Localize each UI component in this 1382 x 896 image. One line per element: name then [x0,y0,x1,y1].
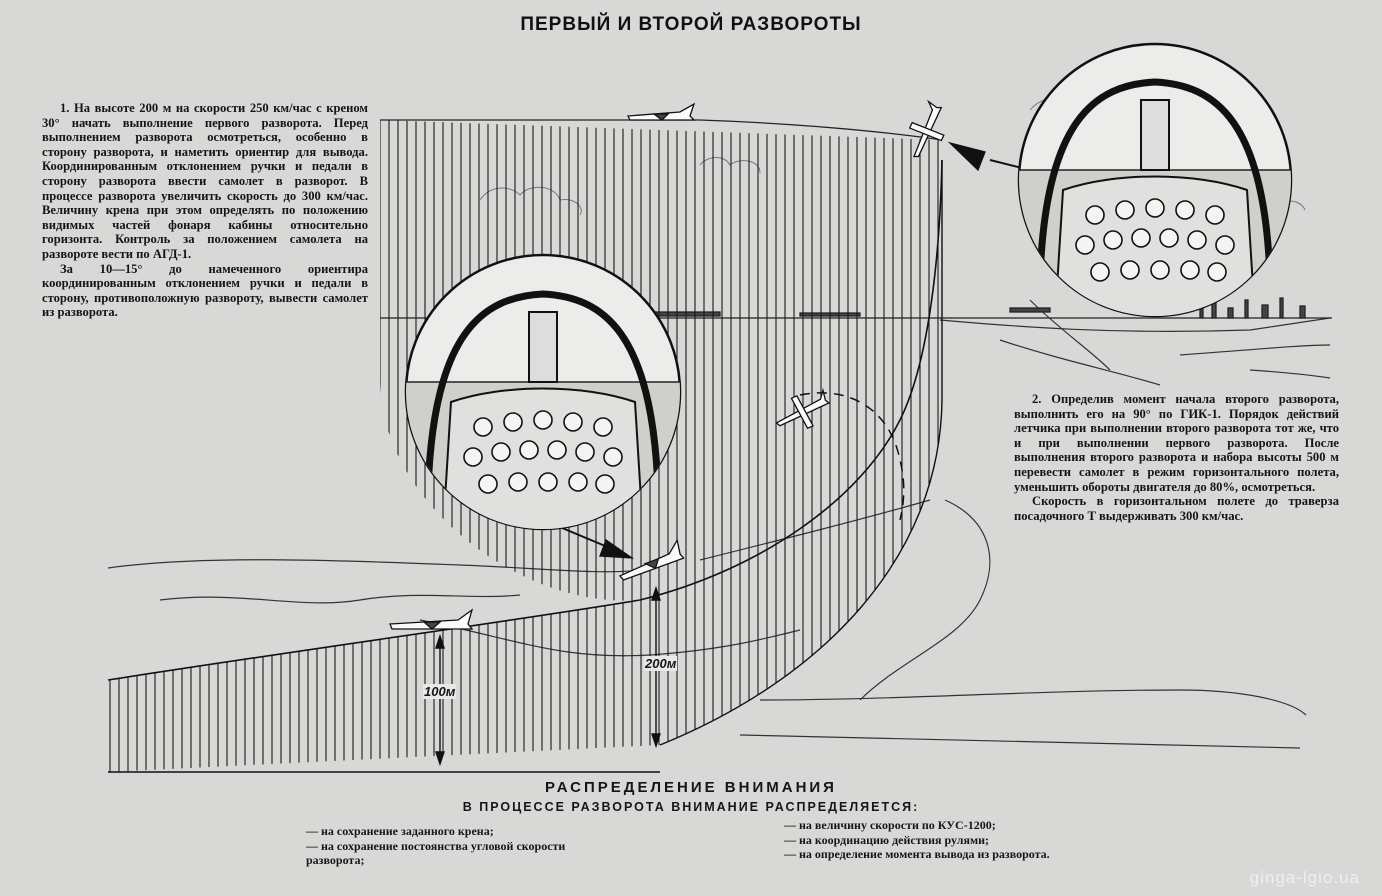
instrument-dial [1180,260,1200,280]
cockpit-view-second-turn [1017,42,1293,318]
curtain-right-edge [659,160,943,746]
instrument-dial [603,447,623,467]
instrument-dial [1175,200,1195,220]
instrument-dial [1131,228,1151,248]
gunsight [1140,99,1170,171]
instrument-panel [1053,175,1257,316]
instrument-dial [575,442,595,462]
instrument-dial [1120,260,1140,280]
aircraft-icons [389,99,945,630]
watermark: ginga-lgio.ua [1249,868,1360,887]
instrument-dial [1145,198,1165,218]
instrument-dial [1115,200,1135,220]
instrument-dial [1207,262,1227,282]
aircraft-start-icon [389,608,474,630]
instrument-dial [1075,235,1095,255]
instrument-dial [463,447,483,467]
attention-item: — на координацию действия рулями; [784,832,990,847]
instrument-dial [508,472,528,492]
instrument-dial [1085,205,1105,225]
second-turn-paragraph: 2. Определив момент начала второго разво… [1014,392,1339,494]
attention-item: — на величину скорости по КУС-1200; [784,818,996,832]
second-turn-instructions: 2. Определив момент начала второго разво… [1014,392,1339,523]
instrument-dial [1159,228,1179,248]
aircraft-top-icon [626,102,696,121]
second-turn-path [799,392,905,521]
first-turn-paragraph: 1. На высоте 200 м на скорости 250 км/ча… [42,101,368,261]
attention-item: — на сохранение постоянства угловой скор… [306,838,566,853]
instrument-dial [519,440,539,460]
instrument-dial [1215,235,1235,255]
instrument-dial [538,472,558,492]
curtain-top-edge [380,119,943,141]
instrument-dial [1090,262,1110,282]
instrument-dial [1205,205,1225,225]
level-flight-speed-paragraph: Скорость в горизонтальном полете до трав… [1014,494,1339,523]
gunsight [528,311,558,383]
canopy-frame [424,290,662,493]
instrument-dial [1103,230,1123,250]
first-turn-instructions: 1. На высоте 200 м на скорости 250 км/ча… [42,101,368,320]
attention-item: — на сохранение заданного крена; [306,824,494,838]
altitude-100-label: 100м [423,684,457,699]
instrument-dial [1150,260,1170,280]
pointer-arrows [554,141,1031,559]
instrument-dial [1187,230,1207,250]
altitude-200-label: 200м [644,656,678,671]
instrument-dial [547,440,567,460]
cockpit-view-first-turn [404,253,682,531]
altitude-arrows [435,585,661,767]
instrument-dial [595,474,615,494]
instrument-dial [563,412,583,432]
instrument-dial [593,417,613,437]
aircraft-banked-icon [908,99,945,158]
curtain-flight-edge [107,159,943,681]
instrument-dial [491,442,511,462]
attention-subtitle: В ПРОЦЕССЕ РАЗВОРОТА ВНИМАНИЕ РАСПРЕДЕЛЯ… [462,800,920,814]
attention-item: разворота; [306,853,365,867]
instrument-dial [503,412,523,432]
page-title: ПЕРВЫЙ И ВТОРОЙ РАЗВОРОТЫ [520,14,862,35]
aircraft-turn-icon [618,538,685,581]
canopy-frame [1036,78,1274,281]
aircraft-mid-icon [775,387,831,430]
instrument-dial [568,472,588,492]
first-turn-exit-paragraph: За 10—15° до намеченного ориентира коорд… [42,261,368,320]
instrument-dial [533,410,553,430]
instrument-dial [473,417,493,437]
instrument-dial [478,474,498,494]
attention-item: — на определение момента вывода из разво… [784,847,1050,861]
ground-terrain [107,299,1331,749]
attention-list-left: — на сохранение заданного крена; — на со… [306,824,656,868]
instrument-panel [441,387,645,529]
attention-title: РАСПРЕДЕЛЕНИЕ ВНИМАНИЯ [545,779,837,796]
attention-list-right: — на величину скорости по КУС-1200; — на… [784,818,1114,862]
